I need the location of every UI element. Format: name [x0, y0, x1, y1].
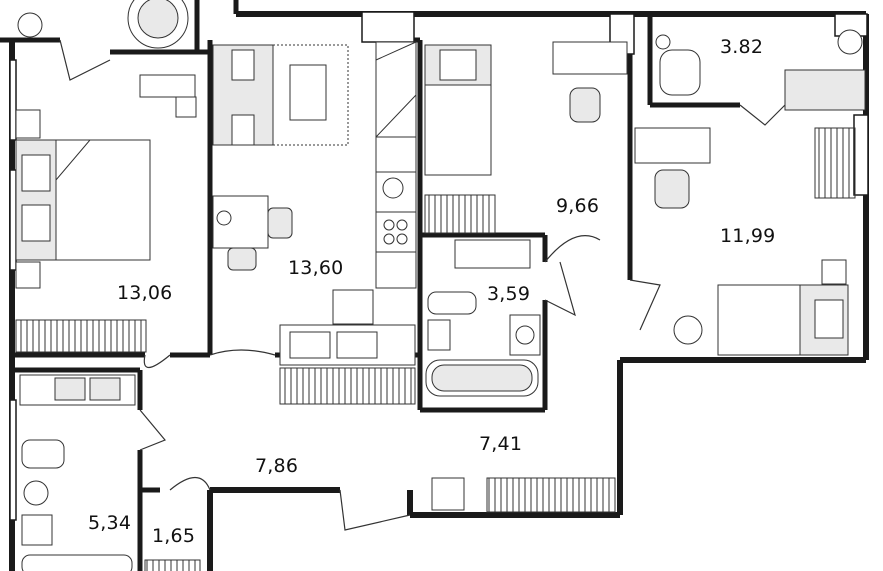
area-label-bedroom-right: 11,99 [720, 225, 776, 247]
area-label-balcony: 3.82 [720, 36, 764, 58]
doors [59, 39, 786, 531]
area-label-closet: 1,65 [152, 525, 196, 547]
area-label-bathroom-left: 5,34 [88, 512, 132, 534]
area-label-bedroom-left: 13,06 [117, 282, 173, 304]
area-label-hall-right: 7,41 [479, 433, 523, 455]
furniture [15, 0, 866, 571]
area-label-kitchen-living: 13,60 [288, 257, 344, 279]
area-label-bathroom-middle: 3,59 [487, 283, 531, 305]
area-label-hall-left: 7,86 [255, 455, 299, 477]
windows [9, 11, 869, 521]
plant-icons [17, 12, 703, 345]
area-label-bedroom-middle: 9,66 [556, 195, 600, 217]
